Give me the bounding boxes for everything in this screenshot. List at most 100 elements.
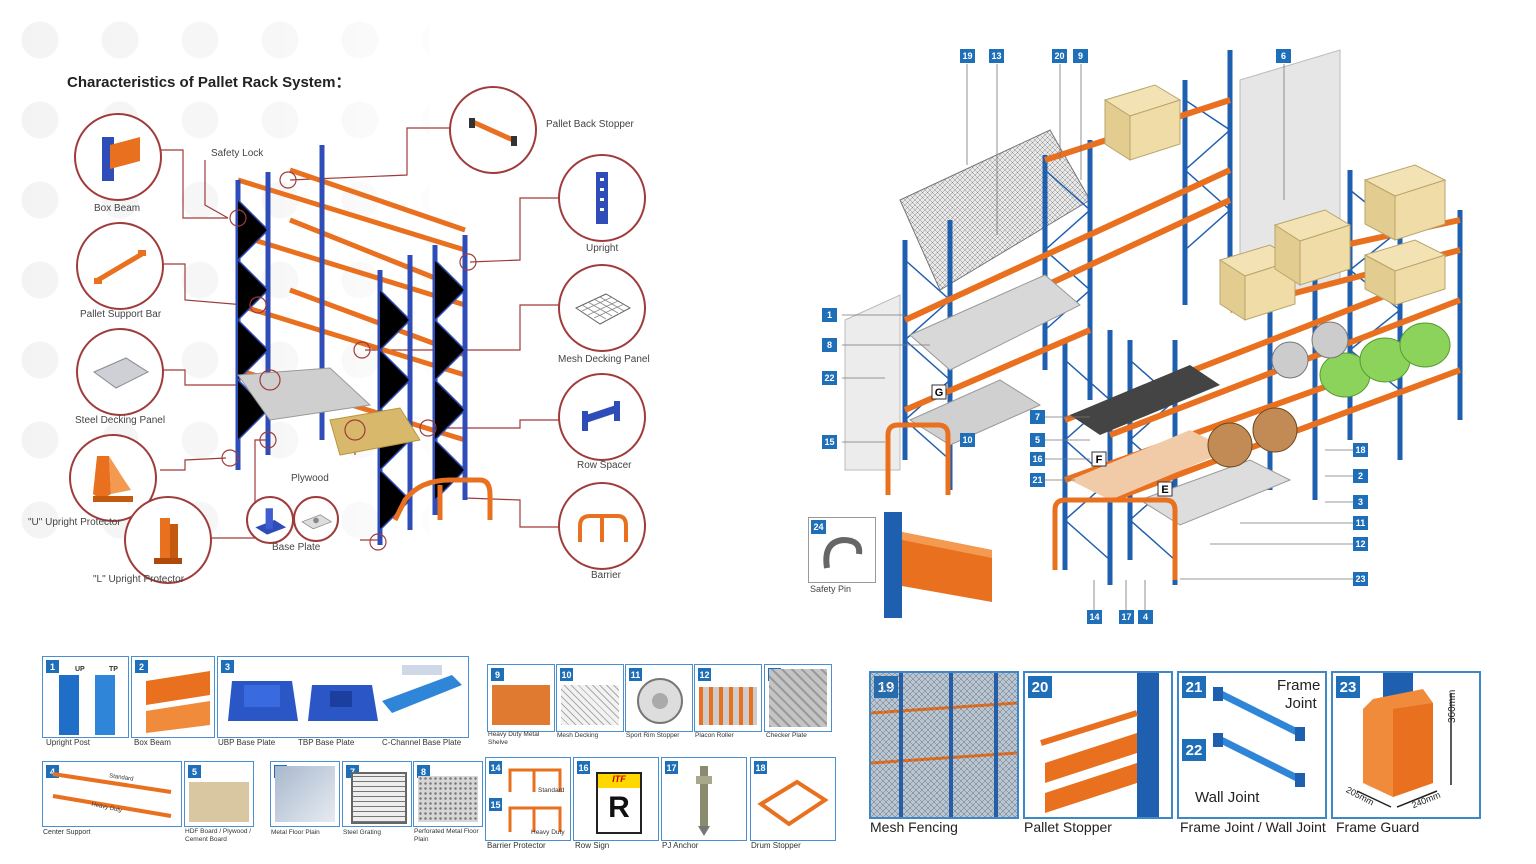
wall-left <box>844 294 901 471</box>
plywood-label: Plywood <box>291 473 329 484</box>
tile-center-support-label: Center Support <box>43 829 91 836</box>
pallet-back-stopper-label: Pallet Back Stopper <box>546 119 634 130</box>
big-tile-frame-guard-label: Frame Guard <box>1336 819 1420 835</box>
tile-mesh-decking-label: Mesh Decking <box>557 732 599 739</box>
big-tile-pallet-stopper-label: Pallet Stopper <box>1024 819 1112 835</box>
pallet-back-stopper-circle <box>449 86 537 174</box>
tile-ubp-label: UBP Base Plate <box>218 738 276 747</box>
checker-plate <box>1070 365 1220 435</box>
tile-placon-roller-label: Placon Roller <box>695 732 734 739</box>
frame-guard-icon <box>1356 673 1452 808</box>
barrier-circle <box>558 482 646 570</box>
tile-metal-floor: 6 <box>270 761 340 827</box>
tile-drum-stopper-label: Drum Stopper <box>751 841 801 850</box>
barrier-icon <box>578 514 628 542</box>
pallet-back-stopper-icon <box>469 118 517 146</box>
callout-10: 10 <box>960 433 975 447</box>
tile-row-sign: 16 ITF R <box>573 757 659 841</box>
anchor-plate-icon <box>301 514 333 530</box>
callout-17: 17 <box>1119 610 1134 624</box>
tile-steel-grating: 7 <box>342 761 412 827</box>
tile-perforated-label: Perforated Metal Floor Plain <box>414 828 479 843</box>
upright-icon <box>596 172 608 224</box>
tile-heavy-duty-shelve: 9 <box>487 664 555 732</box>
zone-letter-g: G <box>935 387 944 399</box>
callout-24: 24 <box>811 520 826 534</box>
roller-deck <box>1138 459 1292 526</box>
base-plate-circle-2 <box>293 496 339 542</box>
upright-post-icon <box>59 675 115 735</box>
pallet-stopper-icon <box>1040 673 1159 817</box>
tile-checker-plate: 13 <box>764 664 832 732</box>
upright-circle <box>558 154 646 242</box>
callout-9: 9 <box>1073 49 1088 63</box>
callout-15: 15 <box>822 435 837 449</box>
big-tile-frame-guard: 23 360mm 205mm 240mm <box>1331 671 1481 819</box>
callout-20: 20 <box>1052 49 1067 63</box>
tile-center-support: 4 Standard Heavy Duty <box>42 761 182 827</box>
tile-cchannel-label: C-Channel Base Plate <box>382 738 462 747</box>
pallet-boxes <box>1103 84 1447 321</box>
callout-14: 14 <box>1087 610 1102 624</box>
tile-checker-plate-label: Checker Plate <box>766 732 807 739</box>
callout-18: 18 <box>1353 443 1368 457</box>
steel-decking-label: Steel Decking Panel <box>75 415 166 426</box>
row-spacer-icon <box>582 401 620 431</box>
right-diagram: G F E <box>842 49 1463 610</box>
callout-23: 23 <box>1353 572 1368 586</box>
mesh-decking-icon <box>574 293 632 325</box>
tile-row-sign-label: Row Sign <box>575 841 610 850</box>
tile-hdf-label: HDF Board / Plywood / Cement Board <box>185 828 252 843</box>
plywood-deck <box>1070 430 1230 500</box>
pallet-support-bar-icon <box>94 250 146 284</box>
tile-upright-post: 1 UP TP <box>42 656 129 738</box>
big-tile-mesh-fencing-label: Mesh Fencing <box>870 819 958 835</box>
u-protector-icon <box>93 456 133 502</box>
callout-16: 16 <box>1030 452 1045 466</box>
base-plates-icon <box>228 665 462 721</box>
leader-lines <box>842 64 1353 610</box>
steel-decking-icon <box>93 357 150 389</box>
big-tile-frame-joint-label: Frame Joint / Wall Joint <box>1180 819 1326 835</box>
l-protector-label: "L" Upright Protector <box>93 574 185 585</box>
left-diagram <box>158 127 560 551</box>
callout-4: 4 <box>1138 610 1153 624</box>
callout-12: 12 <box>1353 537 1368 551</box>
tile-hdf-board: 5 <box>184 761 254 827</box>
upright-label: Upright <box>586 243 619 254</box>
zone-letter-f: F <box>1096 454 1103 466</box>
base-plate-icon <box>255 508 287 535</box>
tile-box-beam-label: Box Beam <box>134 738 171 747</box>
barrier-protector-icon <box>508 768 562 832</box>
tile-tbp-label: TBP Base Plate <box>298 738 355 747</box>
tile-sport-rim-stopper: 11 <box>625 664 693 732</box>
box-beam-tile-icon <box>146 671 210 733</box>
callout-6: 6 <box>1276 49 1291 63</box>
steel-grating <box>908 379 1042 446</box>
center-support-icon <box>52 772 172 818</box>
callout-2: 2 <box>1353 469 1368 483</box>
u-protector-label: "U" Upright Protector <box>28 517 121 528</box>
tile-barrier-protector-label: Barrier Protector <box>487 841 546 850</box>
diagram-title: Characteristics of Pallet Rack System： <box>67 74 351 91</box>
l-protector-icon <box>154 518 182 564</box>
callout-8: 8 <box>822 338 837 352</box>
callout-19: 19 <box>960 49 975 63</box>
box-beam-circle <box>74 113 162 201</box>
anchor-bolt-icon <box>696 766 712 836</box>
tile-barrier-protector: 14 15 Standard Heavy Duty <box>485 757 571 841</box>
zone-letter-e: E <box>1161 484 1168 496</box>
callout-7: 7 <box>1030 410 1045 424</box>
tile-mesh-decking: 10 <box>556 664 624 732</box>
box-beam-label: Box Beam <box>94 203 141 214</box>
callout-22: 22 <box>822 371 837 385</box>
callout-5: 5 <box>1030 433 1045 447</box>
tile-pj-anchor: 17 <box>661 757 747 841</box>
tile-box-beam: 2 <box>131 656 215 738</box>
tile-base-plates: 3 <box>217 656 469 738</box>
mesh-decking-circle <box>558 264 646 352</box>
big-tile-frame-joint: 21 22 Frame Joint Wall Joint <box>1177 671 1327 819</box>
big-tile-mesh-fencing: 19 <box>869 671 1019 819</box>
rim-icon <box>637 678 683 724</box>
tile-pj-anchor-label: PJ Anchor <box>662 841 699 850</box>
